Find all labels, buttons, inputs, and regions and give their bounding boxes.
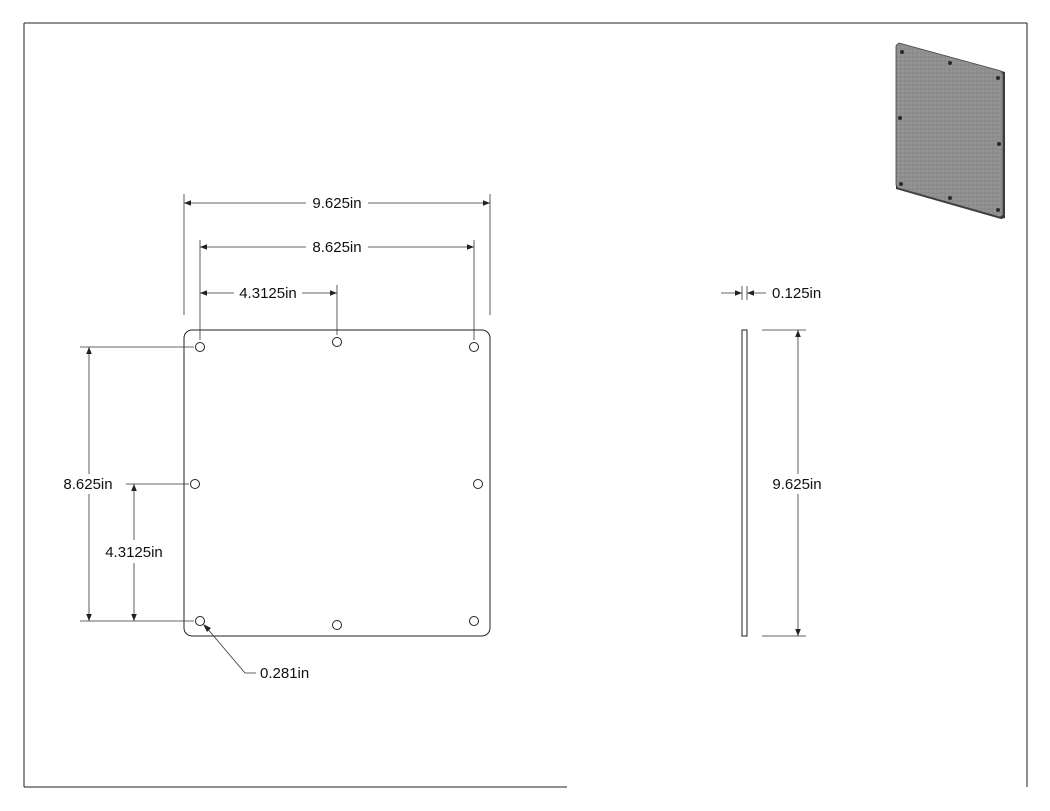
side-view: 0.125in 9.625in xyxy=(721,285,822,637)
label-hole-half-horizontal: 4.3125in xyxy=(239,285,297,302)
isometric-view xyxy=(895,42,1005,219)
hole-top-right xyxy=(469,342,479,352)
label-side-height: 9.625in xyxy=(772,476,821,493)
dimension-thickness: 0.125in xyxy=(721,285,821,302)
label-thickness: 0.125in xyxy=(772,285,821,302)
dimension-hole-span-vertical: 8.625in xyxy=(63,346,194,622)
hole-top-left xyxy=(195,342,205,352)
plate-outline xyxy=(183,329,491,637)
hole-bottom-middle xyxy=(332,620,342,630)
iso-hole xyxy=(898,116,902,120)
iso-hole xyxy=(948,61,952,65)
iso-plate-face xyxy=(895,42,1004,218)
dimension-hole-diameter: 0.281in xyxy=(203,624,309,682)
sheet-border xyxy=(23,22,1028,788)
label-hole-half-vertical: 4.3125in xyxy=(105,544,163,561)
hole-bottom-right xyxy=(469,616,479,626)
plate-edge xyxy=(741,329,748,637)
iso-hole xyxy=(997,142,1001,146)
mounting-holes xyxy=(190,337,483,630)
dimension-hole-half-horizontal: 4.3125in xyxy=(200,285,338,335)
iso-hole xyxy=(900,50,904,54)
front-view: 9.625in 8.625in 4.3125in 8.625in xyxy=(63,194,491,682)
iso-hole xyxy=(899,182,903,186)
dimension-side-height: 9.625in xyxy=(762,329,822,637)
label-hole-diameter: 0.281in xyxy=(260,665,309,682)
iso-hole xyxy=(996,208,1000,212)
label-hole-span-horizontal: 8.625in xyxy=(312,239,361,256)
iso-holes xyxy=(898,50,1001,212)
dimension-hole-half-vertical: 4.3125in xyxy=(105,483,189,621)
label-hole-span-vertical: 8.625in xyxy=(63,476,112,493)
dimension-hole-span-horizontal: 8.625in xyxy=(199,239,475,340)
hole-top-middle xyxy=(332,337,342,347)
dimension-overall-width: 9.625in xyxy=(183,194,491,315)
iso-hole xyxy=(948,196,952,200)
iso-hole xyxy=(996,76,1000,80)
hole-bottom-left xyxy=(195,616,205,626)
label-overall-width: 9.625in xyxy=(312,195,361,212)
hole-middle-left xyxy=(190,479,200,489)
hole-middle-right xyxy=(473,479,483,489)
